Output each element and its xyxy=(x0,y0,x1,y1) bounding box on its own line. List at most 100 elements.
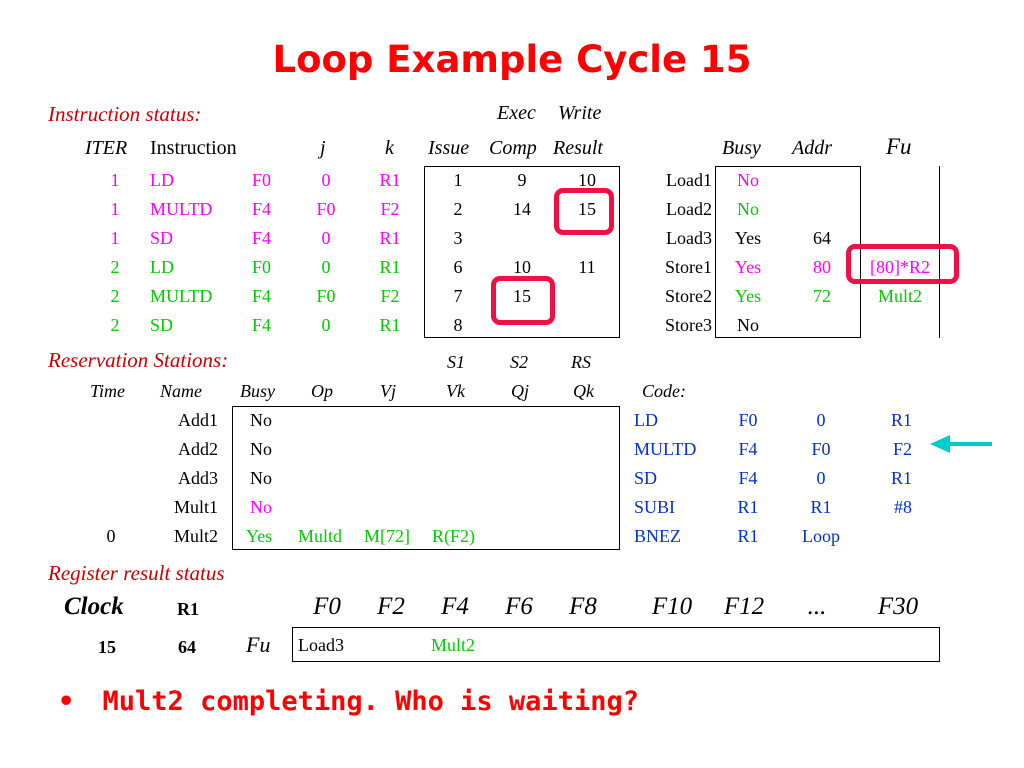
dst-cell: F0 xyxy=(252,170,272,190)
comp-cell: 10 xyxy=(513,257,531,277)
code-operand: F4 xyxy=(738,468,758,488)
k-cell: R1 xyxy=(379,315,401,335)
iter-cell: 2 xyxy=(110,257,120,277)
op-cell: MULTD xyxy=(150,199,213,219)
result-cell: 11 xyxy=(578,257,596,277)
j-cell: F0 xyxy=(316,199,336,219)
dst-cell: F0 xyxy=(252,257,272,277)
k-cell: R1 xyxy=(379,228,401,248)
rs-time: 0 xyxy=(106,526,116,546)
buffer-busy: No xyxy=(737,199,759,219)
op-cell: LD xyxy=(150,257,174,277)
reg-header-ellipsis: ... xyxy=(807,593,827,620)
issue-cell: 1 xyxy=(453,170,463,190)
rs-busy: Yes xyxy=(246,526,273,546)
qk-header: Qk xyxy=(573,381,594,401)
reg-header-f10: F10 xyxy=(651,593,693,620)
code-opcode: SUBI xyxy=(634,497,676,517)
k-cell: R1 xyxy=(379,170,401,190)
iter-cell: 1 xyxy=(110,199,120,219)
rs-busy: No xyxy=(250,439,272,459)
bullet-glyph: • xyxy=(58,686,75,717)
write-header: Write xyxy=(558,102,602,124)
clock-label: Clock xyxy=(64,593,124,620)
code-operand: R1 xyxy=(737,526,759,546)
buffer-fu: Mult2 xyxy=(877,286,922,306)
reg-fu-f0: Load3 xyxy=(298,635,344,655)
fu-column-border xyxy=(939,166,940,338)
rs-name: Mult1 xyxy=(173,497,218,517)
rs-busy: No xyxy=(250,468,272,488)
issue-cell: 6 xyxy=(453,257,463,277)
code-operand: Loop xyxy=(802,526,840,546)
op-cell: SD xyxy=(150,315,174,335)
dst-cell: F4 xyxy=(252,228,272,248)
code-operand: F4 xyxy=(738,439,758,459)
k-cell: R1 xyxy=(379,257,401,277)
comp-cell: 14 xyxy=(513,199,531,219)
exec-header: Exec xyxy=(497,102,536,124)
rs-op: Multd xyxy=(298,526,343,546)
buffer-busy-addr-box xyxy=(715,166,861,338)
op-cell: MULTD xyxy=(150,286,213,306)
vj-header: Vj xyxy=(380,381,396,401)
code-operand: 0 xyxy=(816,410,826,430)
code-operand: F2 xyxy=(892,439,912,459)
qj-header: Qj xyxy=(511,381,529,401)
rs-vk: R(F2) xyxy=(432,526,476,546)
s1-header: S1 xyxy=(447,352,465,372)
iter-cell: 2 xyxy=(110,286,120,306)
rs-vj: M[72] xyxy=(364,526,410,546)
result-cell: 15 xyxy=(578,199,596,219)
dst-cell: F4 xyxy=(252,315,272,335)
k-header: k xyxy=(385,137,394,159)
code-operand: #8 xyxy=(894,497,912,517)
iter-cell: 1 xyxy=(110,170,120,190)
code-opcode: LD xyxy=(634,410,658,430)
instruction-status-box xyxy=(424,166,620,338)
j-header: j xyxy=(320,137,326,159)
comp-cell: 15 xyxy=(513,286,531,306)
highlight-store1-fu xyxy=(846,244,959,284)
code-opcode: SD xyxy=(634,468,658,488)
op-cell: SD xyxy=(150,228,174,248)
j-cell: 0 xyxy=(321,228,331,248)
comp-cell: 9 xyxy=(517,170,527,190)
buffer-addr: 80 xyxy=(813,257,831,277)
r1-value: 64 xyxy=(178,637,196,657)
rs-busy: No xyxy=(250,497,272,517)
slide-title: Loop Example Cycle 15 xyxy=(272,38,752,81)
iter-header: ITER xyxy=(85,137,128,159)
buffer-name: Store3 xyxy=(665,315,712,335)
buffer-busy: No xyxy=(737,315,759,335)
op-cell: LD xyxy=(150,170,174,190)
code-operand: F0 xyxy=(811,439,831,459)
issue-cell: 2 xyxy=(453,199,463,219)
reservation-stations-label: Reservation Stations: xyxy=(48,348,229,372)
result-header: Result xyxy=(553,137,603,159)
issue-header: Issue xyxy=(428,137,470,159)
buffer-busy: Yes xyxy=(734,286,762,306)
name-header: Name xyxy=(160,381,202,401)
r1-label: R1 xyxy=(177,599,199,619)
k-cell: F2 xyxy=(380,199,400,219)
bullet-text: Mult2 completing. Who is waiting? xyxy=(102,686,639,717)
op-header: Op xyxy=(311,381,333,401)
code-opcode: BNEZ xyxy=(634,526,681,546)
buffer-fu: [80]*R2 xyxy=(870,257,930,277)
buffer-name: Store2 xyxy=(665,286,712,306)
iter-cell: 1 xyxy=(110,228,120,248)
reg-header-f12: F12 xyxy=(723,593,765,620)
reg-header-f4: F4 xyxy=(441,593,469,620)
time-header: Time xyxy=(90,381,126,401)
dst-cell: F4 xyxy=(252,199,272,219)
buffer-name: Load2 xyxy=(666,199,712,219)
j-cell: F0 xyxy=(316,286,336,306)
instruction-header: Instruction xyxy=(150,137,237,159)
issue-cell: 3 xyxy=(453,228,463,248)
code-operand: F0 xyxy=(738,410,758,430)
k-cell: F2 xyxy=(380,286,400,306)
register-fu-box xyxy=(292,627,940,662)
rs-busy: No xyxy=(250,410,272,430)
rs-name: Add1 xyxy=(178,410,218,430)
